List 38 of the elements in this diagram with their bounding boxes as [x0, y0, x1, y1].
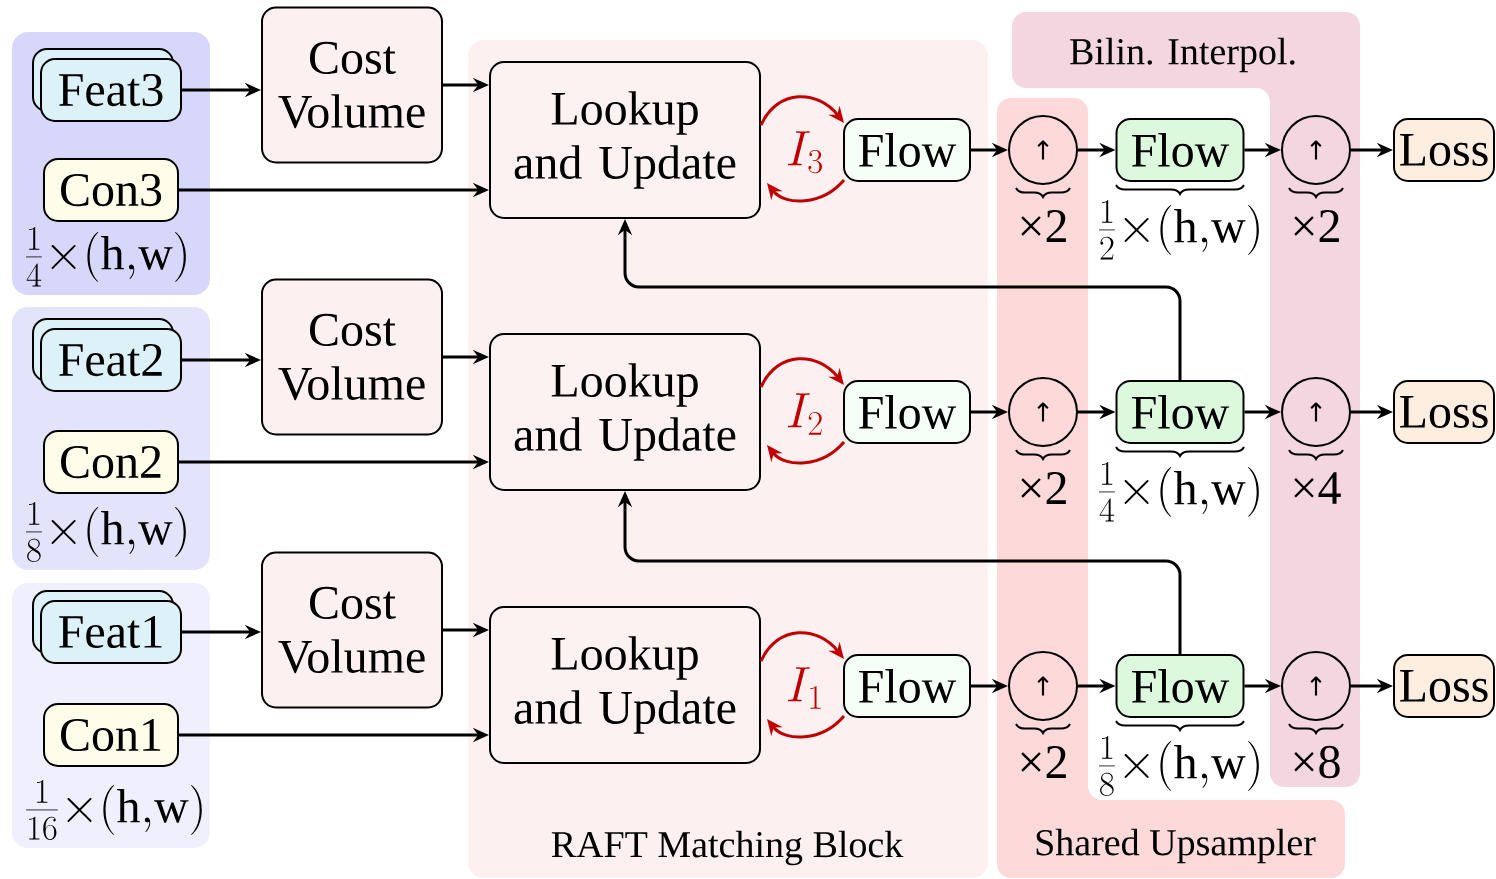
brace-label: ×2: [1015, 187, 1071, 242]
process-box: Con3: [43, 158, 179, 222]
brace-label: $\frac{1}{2}{\times}(\mathrm{h{,}w})$: [1099, 184, 1259, 260]
brace-label: ×8: [1288, 723, 1344, 779]
process-box: Cost Volume: [261, 278, 443, 436]
brace-label: $\frac{1}{4}{\times}(\mathrm{h{,}w})$: [1099, 446, 1259, 522]
process-box: Cost Volume: [261, 551, 443, 709]
arrow: [759, 631, 844, 662]
process-box: Flow: [1115, 118, 1245, 182]
process-box: Loss: [1393, 118, 1495, 182]
brace-label: ×2: [1015, 723, 1071, 778]
arrow: [767, 178, 846, 203]
edge-label: $I_1$: [783, 665, 827, 711]
process-box: Lookup and Update: [489, 333, 761, 491]
stacked-feature-box: Feat1: [32, 590, 182, 664]
process-box: Loss: [1393, 654, 1495, 718]
brace-label: ×2: [1015, 449, 1071, 504]
brace-label: ×4: [1288, 449, 1344, 504]
stacked-feature-box: Feat2: [32, 318, 182, 392]
process-box: Flow: [1115, 380, 1245, 444]
arrow: [759, 357, 844, 388]
process-box: Flow: [843, 118, 971, 182]
edge-label: $I_3$: [783, 129, 827, 175]
stacked-feature-box: Feat3: [32, 48, 182, 122]
arrow: [767, 440, 846, 465]
process-box: Flow: [843, 380, 971, 444]
process-box: Loss: [1393, 380, 1495, 444]
process-box: Con2: [43, 430, 179, 494]
process-box: Flow: [1115, 654, 1245, 718]
arrow: [767, 714, 846, 739]
brace-label: ×2: [1288, 187, 1344, 242]
process-box: Lookup and Update: [489, 606, 761, 764]
process-box: Con1: [43, 703, 179, 767]
arrow: [759, 95, 844, 126]
process-box: Flow: [843, 654, 971, 718]
process-box: Lookup and Update: [489, 61, 761, 219]
process-box: Cost Volume: [261, 6, 443, 164]
edge-label: $I_2$: [783, 391, 827, 437]
